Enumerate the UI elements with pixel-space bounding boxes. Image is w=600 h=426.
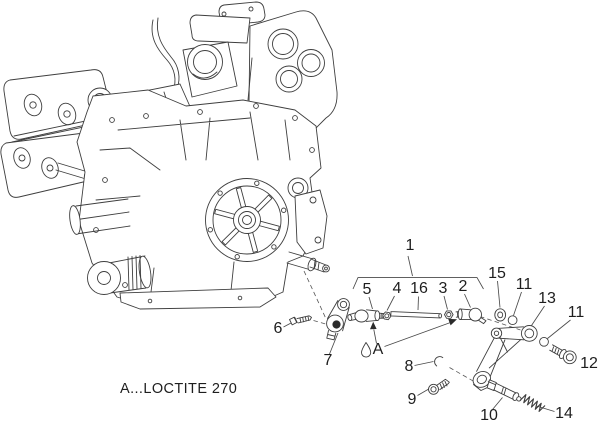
leader-lines <box>283 255 571 412</box>
callout-15: 15 <box>488 265 506 282</box>
callout-6: 6 <box>273 320 283 337</box>
callout-14: 14 <box>555 405 573 422</box>
part-shift-lever-13 <box>472 325 538 391</box>
part-nut-4 <box>382 311 392 321</box>
part-clip-8 <box>434 356 444 367</box>
part-ball-11-lower <box>539 336 549 347</box>
callout-4: 4 <box>392 280 402 297</box>
callout-3: 3 <box>438 280 448 297</box>
oil-drop-icon <box>361 342 372 358</box>
callout-5: 5 <box>362 281 372 298</box>
callout-1: 1 <box>405 237 415 254</box>
part-pin-10 <box>486 379 522 402</box>
part-tie-rod-16 <box>390 311 443 319</box>
loctite-marker <box>361 318 457 358</box>
part-ball-11-upper <box>507 315 518 326</box>
part-bolt-9 <box>428 378 450 395</box>
part-ball-joint-5 <box>347 309 384 323</box>
part-nut-3 <box>444 310 454 319</box>
part-washer-15 <box>494 308 507 322</box>
callout-10: 10 <box>480 407 498 424</box>
callout-8: 8 <box>404 358 414 375</box>
callout-2: 2 <box>458 278 468 295</box>
part-bolt-6 <box>289 315 312 326</box>
callout-12: 12 <box>580 355 598 372</box>
part-selector-arm-7 <box>326 298 350 341</box>
callout-16: 16 <box>410 280 428 297</box>
callout-11-lower: 11 <box>567 304 585 321</box>
loctite-note: A...LOCTITE 270 <box>120 381 238 397</box>
callout-A: A <box>372 341 384 358</box>
part-screw-12 <box>549 344 577 365</box>
part-spring-14 <box>519 394 546 412</box>
group-bracket <box>352 277 484 290</box>
gear-linkage-parts <box>289 298 577 412</box>
callout-11-upper: 11 <box>515 276 533 293</box>
callout-9: 9 <box>407 391 417 408</box>
part-ball-joint-2 <box>455 307 487 325</box>
arrow-to-joint-5 <box>370 321 377 330</box>
callout-13: 13 <box>538 290 556 307</box>
engine-illustration <box>0 1 338 310</box>
callout-7: 7 <box>323 352 333 369</box>
arrow-to-joint-2 <box>448 318 457 326</box>
